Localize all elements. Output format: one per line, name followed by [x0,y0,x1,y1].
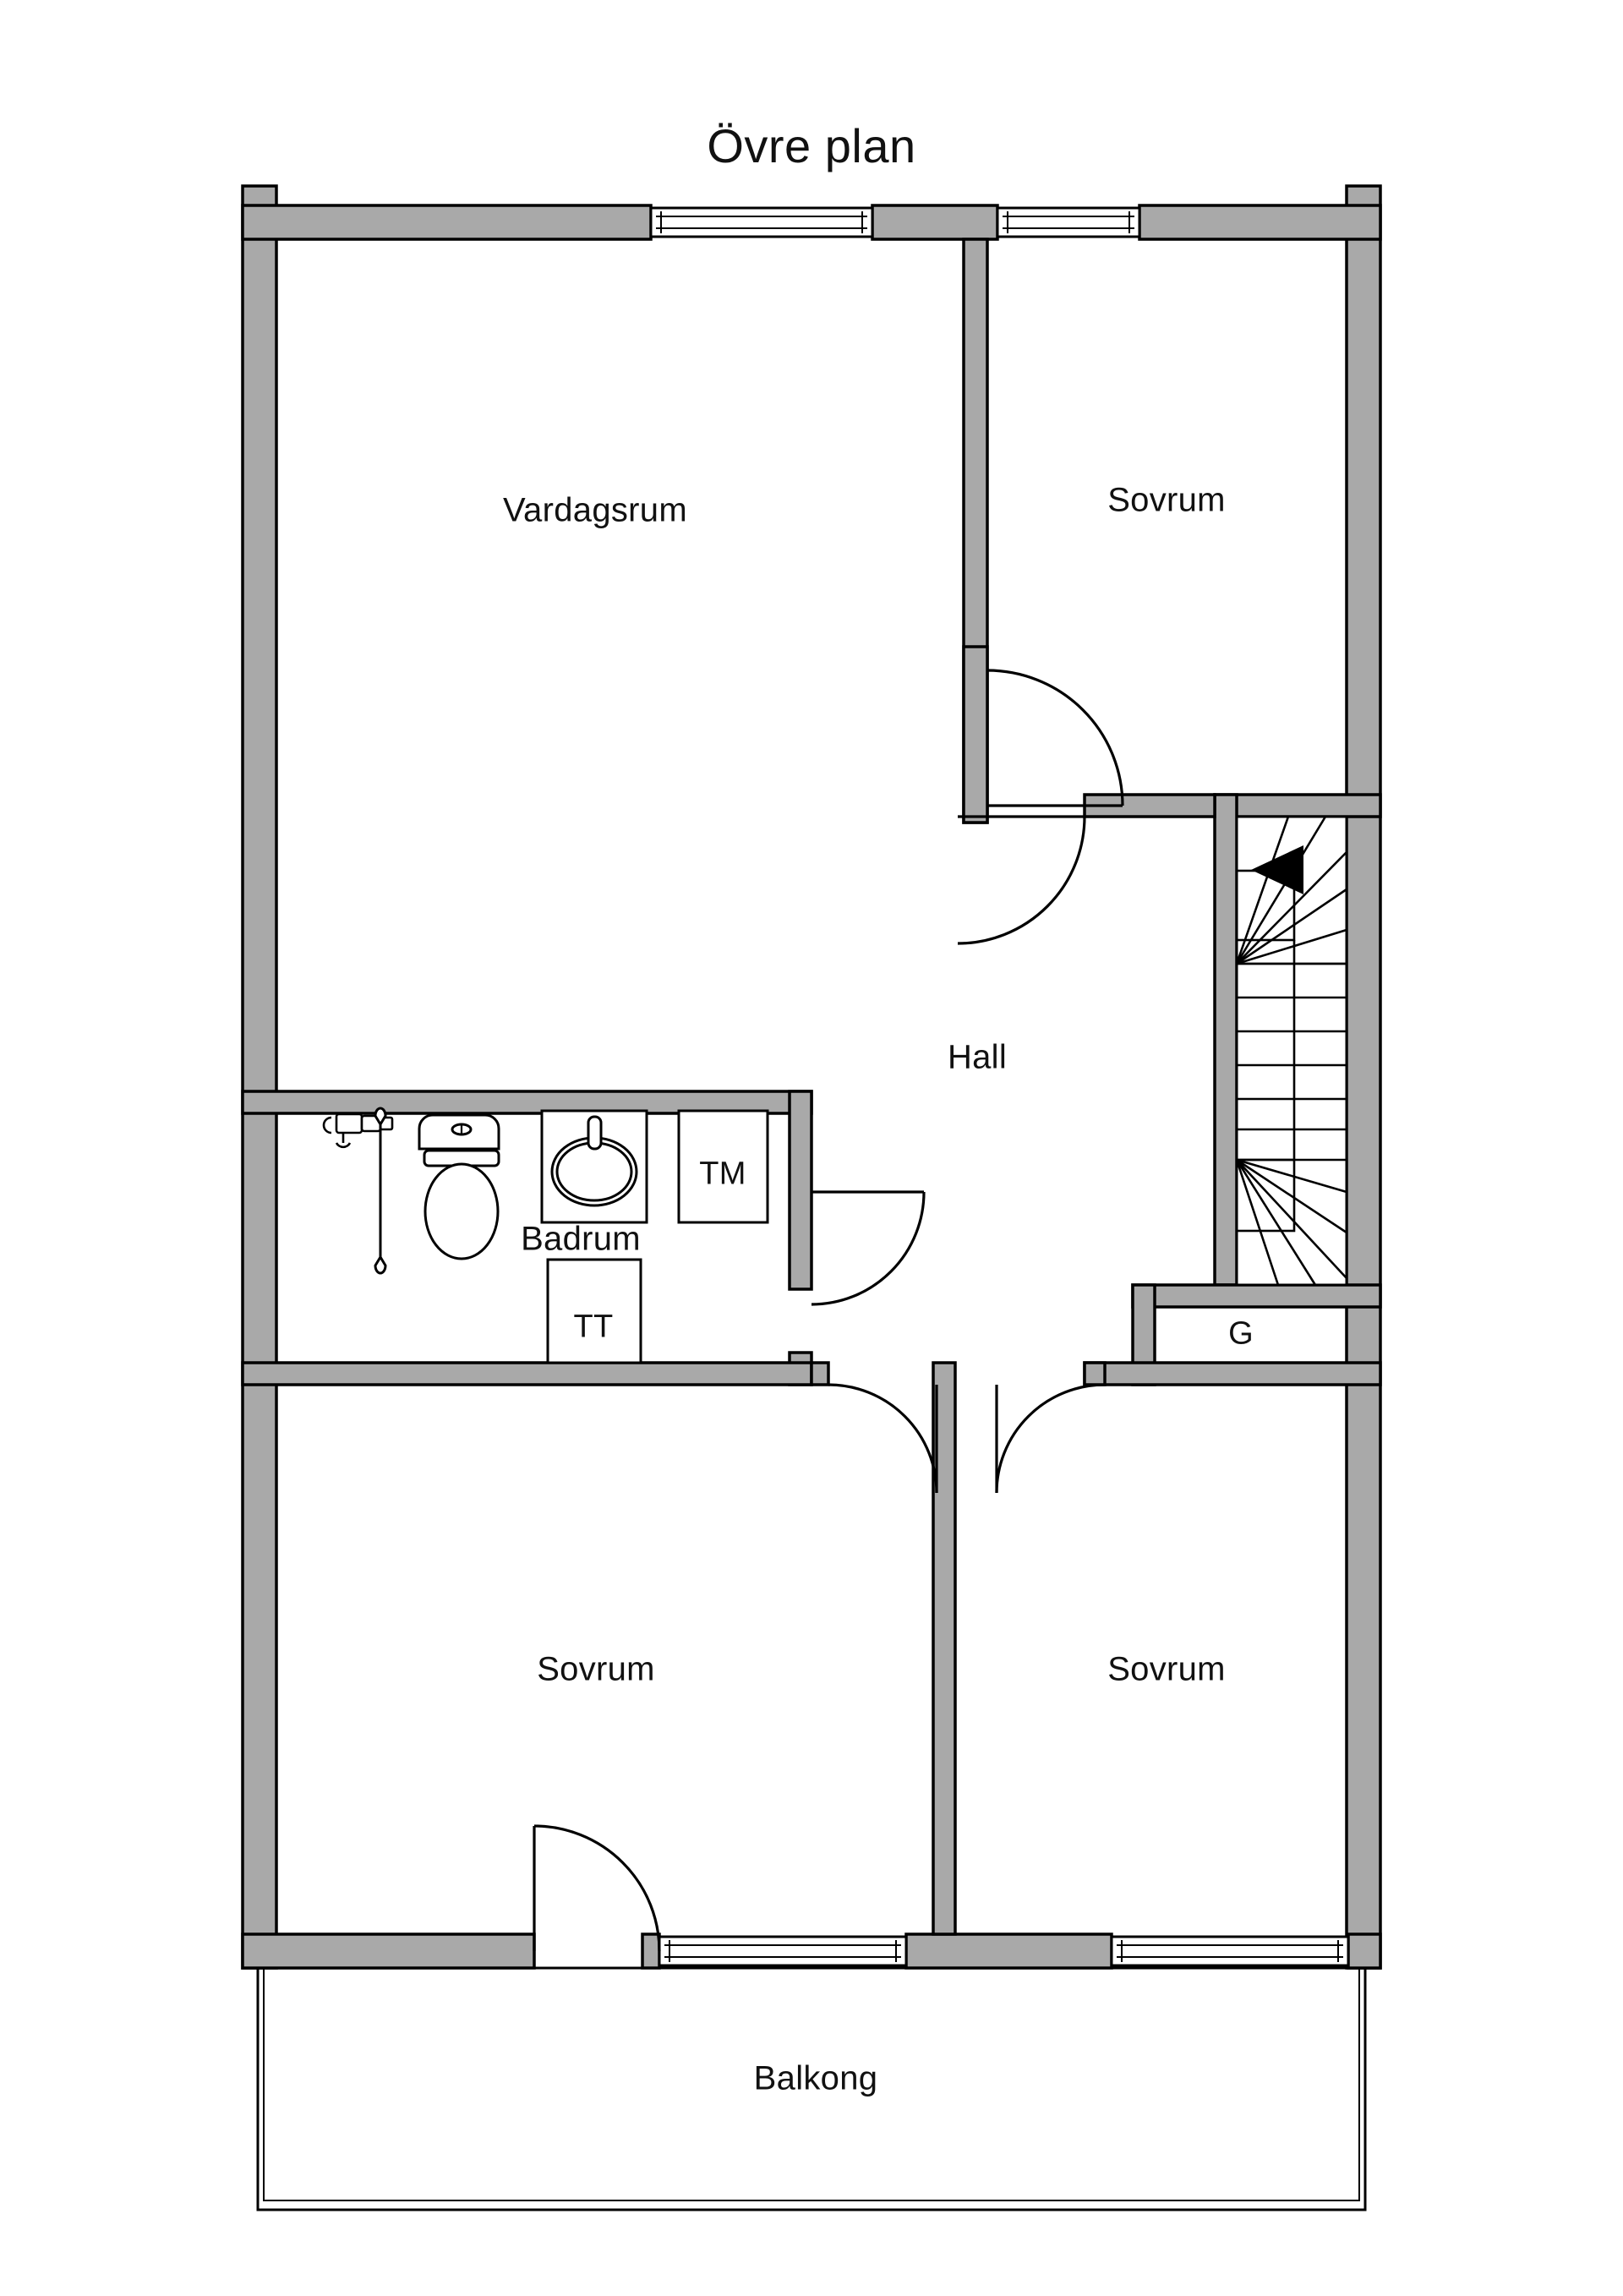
wall-exterior-right [1345,184,1382,1970]
door-stair-hall [957,815,1086,945]
door-balkong [533,1824,661,1952]
appliance-label-tvattmaskin: TM [699,1156,746,1192]
door-sovrum-top [986,669,1124,807]
door-badrum [811,1190,926,1306]
fixtures-layer [322,1107,769,1364]
window-sovrum-bottom-left [658,1935,908,1967]
stair-direction-arrow-icon [1251,845,1303,894]
wall-badrum-right-upper [788,1090,813,1291]
stair-outline-right [1235,815,1348,1287]
appliance-label-torktumlare: TT [573,1309,614,1345]
wall-closet-bottom [1083,1361,1382,1386]
wall-hall-lower-right-jamb [1083,1361,1107,1386]
staircase[interactable] [1235,815,1348,1287]
room-label-sovrum-bottom-left: Sovrum [537,1650,655,1688]
wall-exterior-bottom-b [641,1932,661,1970]
wall-stair-bottom [1131,1283,1382,1309]
wall-exterior-left [241,184,278,1970]
wall-badrum-bottom [241,1361,813,1386]
room-label-vardagsrum: Vardagsrum [503,491,687,529]
wall-stair-top [1213,793,1382,818]
room-label-balkong: Balkong [753,2059,878,2097]
sink-icon [540,1109,648,1224]
room-label-sovrum-bottom-right: Sovrum [1107,1650,1226,1688]
stair-treads-straight [1237,940,1347,1162]
shower-rail-icon [374,1107,387,1275]
wall-exterior-top-a [241,204,653,241]
room-label-sovrum-top: Sovrum [1107,481,1226,519]
walls-layer [241,184,1382,1970]
stair-winders-bottom [1235,1158,1347,1286]
wall-exterior-bottom-d [1347,1932,1382,1970]
doors-layer [533,669,1124,1952]
appliance-label-garderob: G [1228,1315,1254,1352]
room-label-badrum: Badrum [521,1220,641,1258]
wall-exterior-bottom-a [241,1932,536,1970]
wall-hall-stair-left [1213,793,1238,1287]
window-vardagsrum-top [649,206,874,238]
wall-exterior-top-c [1138,204,1382,241]
toilet-icon [418,1113,500,1260]
tumble-dryer-box [546,1258,642,1364]
windows-layer [649,206,1350,1967]
washing-machine-box [677,1109,769,1224]
window-sovrum-top [996,206,1141,238]
wall-exterior-top-b [871,204,999,241]
door-sovrum-bottom-right [995,1383,1106,1494]
stair-outline [1235,815,1348,1287]
page-title: Övre plan [707,119,916,172]
wall-hall-lower-left-jamb [810,1361,830,1386]
wall-sovrum-door-jamb [962,645,989,824]
shower-mixer-icon [322,1112,394,1149]
room-label-hall: Hall [947,1038,1008,1076]
door-sovrum-bottom-left [828,1383,938,1494]
window-sovrum-bottom-right [1110,1935,1350,1967]
balcony-outline [256,1966,1367,2211]
wall-exterior-bottom-c [904,1932,1113,1970]
